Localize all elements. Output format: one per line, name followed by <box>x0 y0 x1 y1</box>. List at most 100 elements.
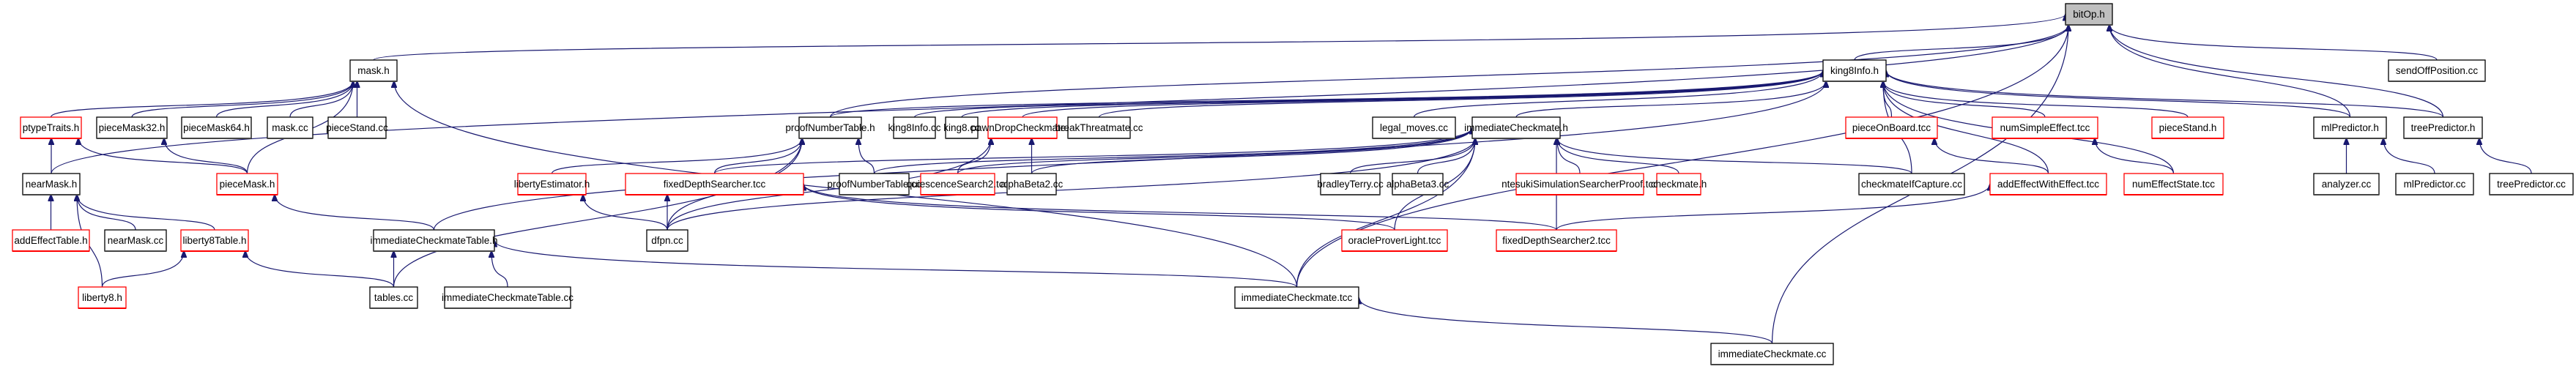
graph-node-pieceStand-cc[interactable]: pieceStand.cc <box>326 116 388 139</box>
graph-node-addEffectTable-h[interactable]: addEffectTable.h <box>12 229 90 252</box>
edge-liberty8Table-h-to-nearMask-h <box>77 195 215 231</box>
node-box <box>1320 173 1381 195</box>
graph-node-pawnDropCheckmate-h[interactable]: pawnDropCheckmate.h <box>970 116 1074 139</box>
edge-liberty8-h-to-liberty8Table-h <box>101 251 185 288</box>
node-box <box>1496 229 1617 252</box>
node-box <box>2489 173 2574 195</box>
node-label: ntesukiSimulationSearcherProof.tcc <box>1502 179 1658 190</box>
edge-king8-cc-to-king8Info-h <box>961 71 1823 118</box>
graph-node-checkmate-h[interactable]: checkmate.h <box>1651 173 1707 195</box>
graph-node-immediateCheckmate-h[interactable]: immediateCheckmate.h <box>1464 116 1568 139</box>
node-label: king8Info.h <box>1830 65 1879 76</box>
edge-sendOffPosition-cc-to-bitOp-h <box>2109 25 2438 61</box>
graph-node-sendOffPosition-cc[interactable]: sendOffPosition.cc <box>2388 59 2486 82</box>
edge-proofNumberTable-h-to-bitOp-h <box>829 25 2069 118</box>
graph-node-mlPredictor-cc[interactable]: mlPredictor.cc <box>2395 173 2474 195</box>
node-box <box>1656 173 1701 195</box>
graph-node-pieceMask64-h[interactable]: pieceMask64.h <box>181 116 252 139</box>
node-box <box>987 116 1058 139</box>
edge-immediateCheckmate-tcc-to-immediateCheckmate-h <box>1296 138 1476 288</box>
graph-node-pieceStand-h[interactable]: pieceStand.h <box>2151 116 2224 139</box>
node-box <box>1372 116 1456 139</box>
graph-node-immediateCheckmate-cc[interactable]: immediateCheckmate.cc <box>1710 343 1834 365</box>
edge-fixedDepthSearcher-tcc-to-immediateCheckmate-h <box>713 128 1473 174</box>
node-label: legal_moves.cc <box>1380 122 1448 133</box>
graph-node-checkmateIfCapture-cc[interactable]: checkmateIfCapture.cc <box>1858 173 1965 195</box>
node-label: numSimpleEffect.tcc <box>2000 122 2090 133</box>
graph-node-analyzer-cc[interactable]: analyzer.cc <box>2313 173 2380 195</box>
graph-node-oracleProverLight-tcc[interactable]: oracleProverLight.tcc <box>1341 229 1448 252</box>
graph-node-fixedDepthSearcher2-tcc[interactable]: fixedDepthSearcher2.tcc <box>1496 229 1617 252</box>
node-label: dfpn.cc <box>651 235 683 246</box>
graph-node-treePredictor-cc[interactable]: treePredictor.cc <box>2489 173 2574 195</box>
node-box <box>444 286 571 309</box>
node-label: bradleyTerry.cc <box>1317 179 1384 190</box>
graph-node-ntesukiSimulationSearcherProof-tcc[interactable]: ntesukiSimulationSearcherProof.tcc <box>1502 173 1658 195</box>
graph-node-immediateCheckmateTable-h[interactable]: immediateCheckmateTable.h <box>370 229 498 252</box>
edge-fixedDepthSearcher2-tcc-to-addEffectWithEffect-tcc <box>1556 184 1990 231</box>
node-label: proofNumberTable.cc <box>827 179 921 190</box>
graph-node-alphaBeta3-cc[interactable]: alphaBeta3.cc <box>1387 173 1450 195</box>
node-box <box>1858 173 1965 195</box>
graph-node-ptypeTraits-h[interactable]: ptypeTraits.h <box>20 116 82 139</box>
edge-mask-cc-to-mask-h <box>289 81 353 118</box>
graph-node-king8Info-h[interactable]: king8Info.h <box>1822 59 1887 82</box>
graph-node-numSimpleEffect-tcc[interactable]: numSimpleEffect.tcc <box>1992 116 2098 139</box>
edge-proofNumberTable-cc-to-proofNumberTable-h <box>858 138 875 174</box>
node-label: proofNumberTable.h <box>785 122 875 133</box>
graph-node-numEffectState-tcc[interactable]: numEffectState.tcc <box>2123 173 2224 195</box>
node-box <box>2395 173 2474 195</box>
node-label: nearMask.h <box>26 179 78 190</box>
edge-bradleyTerry-cc-to-immediateCheckmate-h <box>1349 138 1476 174</box>
graph-node-king8-cc[interactable]: king8.cc <box>943 116 980 139</box>
edge-treePredictor-h-to-king8Info-h <box>1886 71 2444 118</box>
graph-node-mask-h[interactable]: mask.h <box>349 59 398 82</box>
edge-tables-cc-to-liberty8Table-h <box>245 251 395 288</box>
graph-node-breakThreatmate-cc[interactable]: breakThreatmate.cc <box>1055 116 1143 139</box>
graph-node-mlPredictor-h[interactable]: mlPredictor.h <box>2313 116 2387 139</box>
node-box <box>104 229 167 252</box>
edge-nearMask-cc-to-nearMask-h <box>77 195 136 231</box>
graph-node-nearMask-h[interactable]: nearMask.h <box>22 173 81 195</box>
graph-node-alphaBeta2-cc[interactable]: alphaBeta2.cc <box>1001 173 1064 195</box>
graph-node-fixedDepthSearcher-tcc[interactable]: fixedDepthSearcher.tcc <box>625 173 804 195</box>
graph-node-pieceMask-h[interactable]: pieceMask.h <box>216 173 278 195</box>
graph-node-addEffectWithEffect-tcc[interactable]: addEffectWithEffect.tcc <box>1989 173 2107 195</box>
graph-node-libertyEstimator-h[interactable]: libertyEstimator.h <box>514 173 590 195</box>
edge-alphaBeta2-cc-to-immediateCheckmate-h <box>1031 128 1473 174</box>
node-label: checkmateIfCapture.cc <box>1861 179 1962 190</box>
node-label: tables.cc <box>374 292 414 303</box>
graph-node-bradleyTerry-cc[interactable]: bradleyTerry.cc <box>1317 173 1384 195</box>
graph-node-bitOp-h[interactable]: bitOp.h <box>2065 3 2113 26</box>
graph-node-tables-cc[interactable]: tables.cc <box>369 286 418 309</box>
graph-node-king8Info-cc[interactable]: king8Info.cc <box>888 116 941 139</box>
node-label: treePredictor.cc <box>2497 179 2566 190</box>
graph-node-quiescenceSearch2-tcc[interactable]: quiescenceSearch2.tcc <box>907 173 1009 195</box>
node-box <box>369 286 418 309</box>
graph-node-liberty8Table-h[interactable]: liberty8Table.h <box>180 229 249 252</box>
edge-numSimpleEffect-tcc-to-king8Info-h <box>1883 81 2046 118</box>
graph-node-treePredictor-h[interactable]: treePredictor.h <box>2403 116 2483 139</box>
edge-pawnDropCheckmate-h-to-king8Info-h <box>1022 71 1823 118</box>
node-box <box>2065 3 2113 26</box>
graph-node-liberty8-h[interactable]: liberty8.h <box>78 286 127 309</box>
graph-node-dfpn-cc[interactable]: dfpn.cc <box>646 229 688 252</box>
graph-node-pieceMask32-h[interactable]: pieceMask32.h <box>96 116 168 139</box>
node-label: mask.h <box>357 65 390 76</box>
graph-node-legal-moves-cc[interactable]: legal_moves.cc <box>1372 116 1456 139</box>
graph-node-proofNumberTable-h[interactable]: proofNumberTable.h <box>785 116 875 139</box>
graph-node-nearMask-cc[interactable]: nearMask.cc <box>104 229 167 252</box>
graph-node-pieceOnBoard-tcc[interactable]: pieceOnBoard.tcc <box>1845 116 1938 139</box>
node-label: sendOffPosition.cc <box>2396 65 2479 76</box>
graph-node-immediateCheckmateTable-cc[interactable]: immediateCheckmateTable.cc <box>442 286 574 309</box>
graph-node-immediateCheckmate-tcc[interactable]: immediateCheckmate.tcc <box>1234 286 1359 309</box>
edge-pieceMask64-h-to-mask-h <box>215 81 354 118</box>
edge-mlPredictor-h-to-king8Info-h <box>1886 71 2351 118</box>
graph-node-mask-cc[interactable]: mask.cc <box>267 116 313 139</box>
node-layer: bitOp.h mask.h king8Info.h sendOffPosition.… <box>12 3 2574 365</box>
graph-node-proofNumberTable-cc[interactable]: proofNumberTable.cc <box>827 173 921 195</box>
node-box <box>646 229 688 252</box>
node-label: ptypeTraits.h <box>23 122 80 133</box>
node-box <box>1845 116 1938 139</box>
node-box <box>1710 343 1834 365</box>
